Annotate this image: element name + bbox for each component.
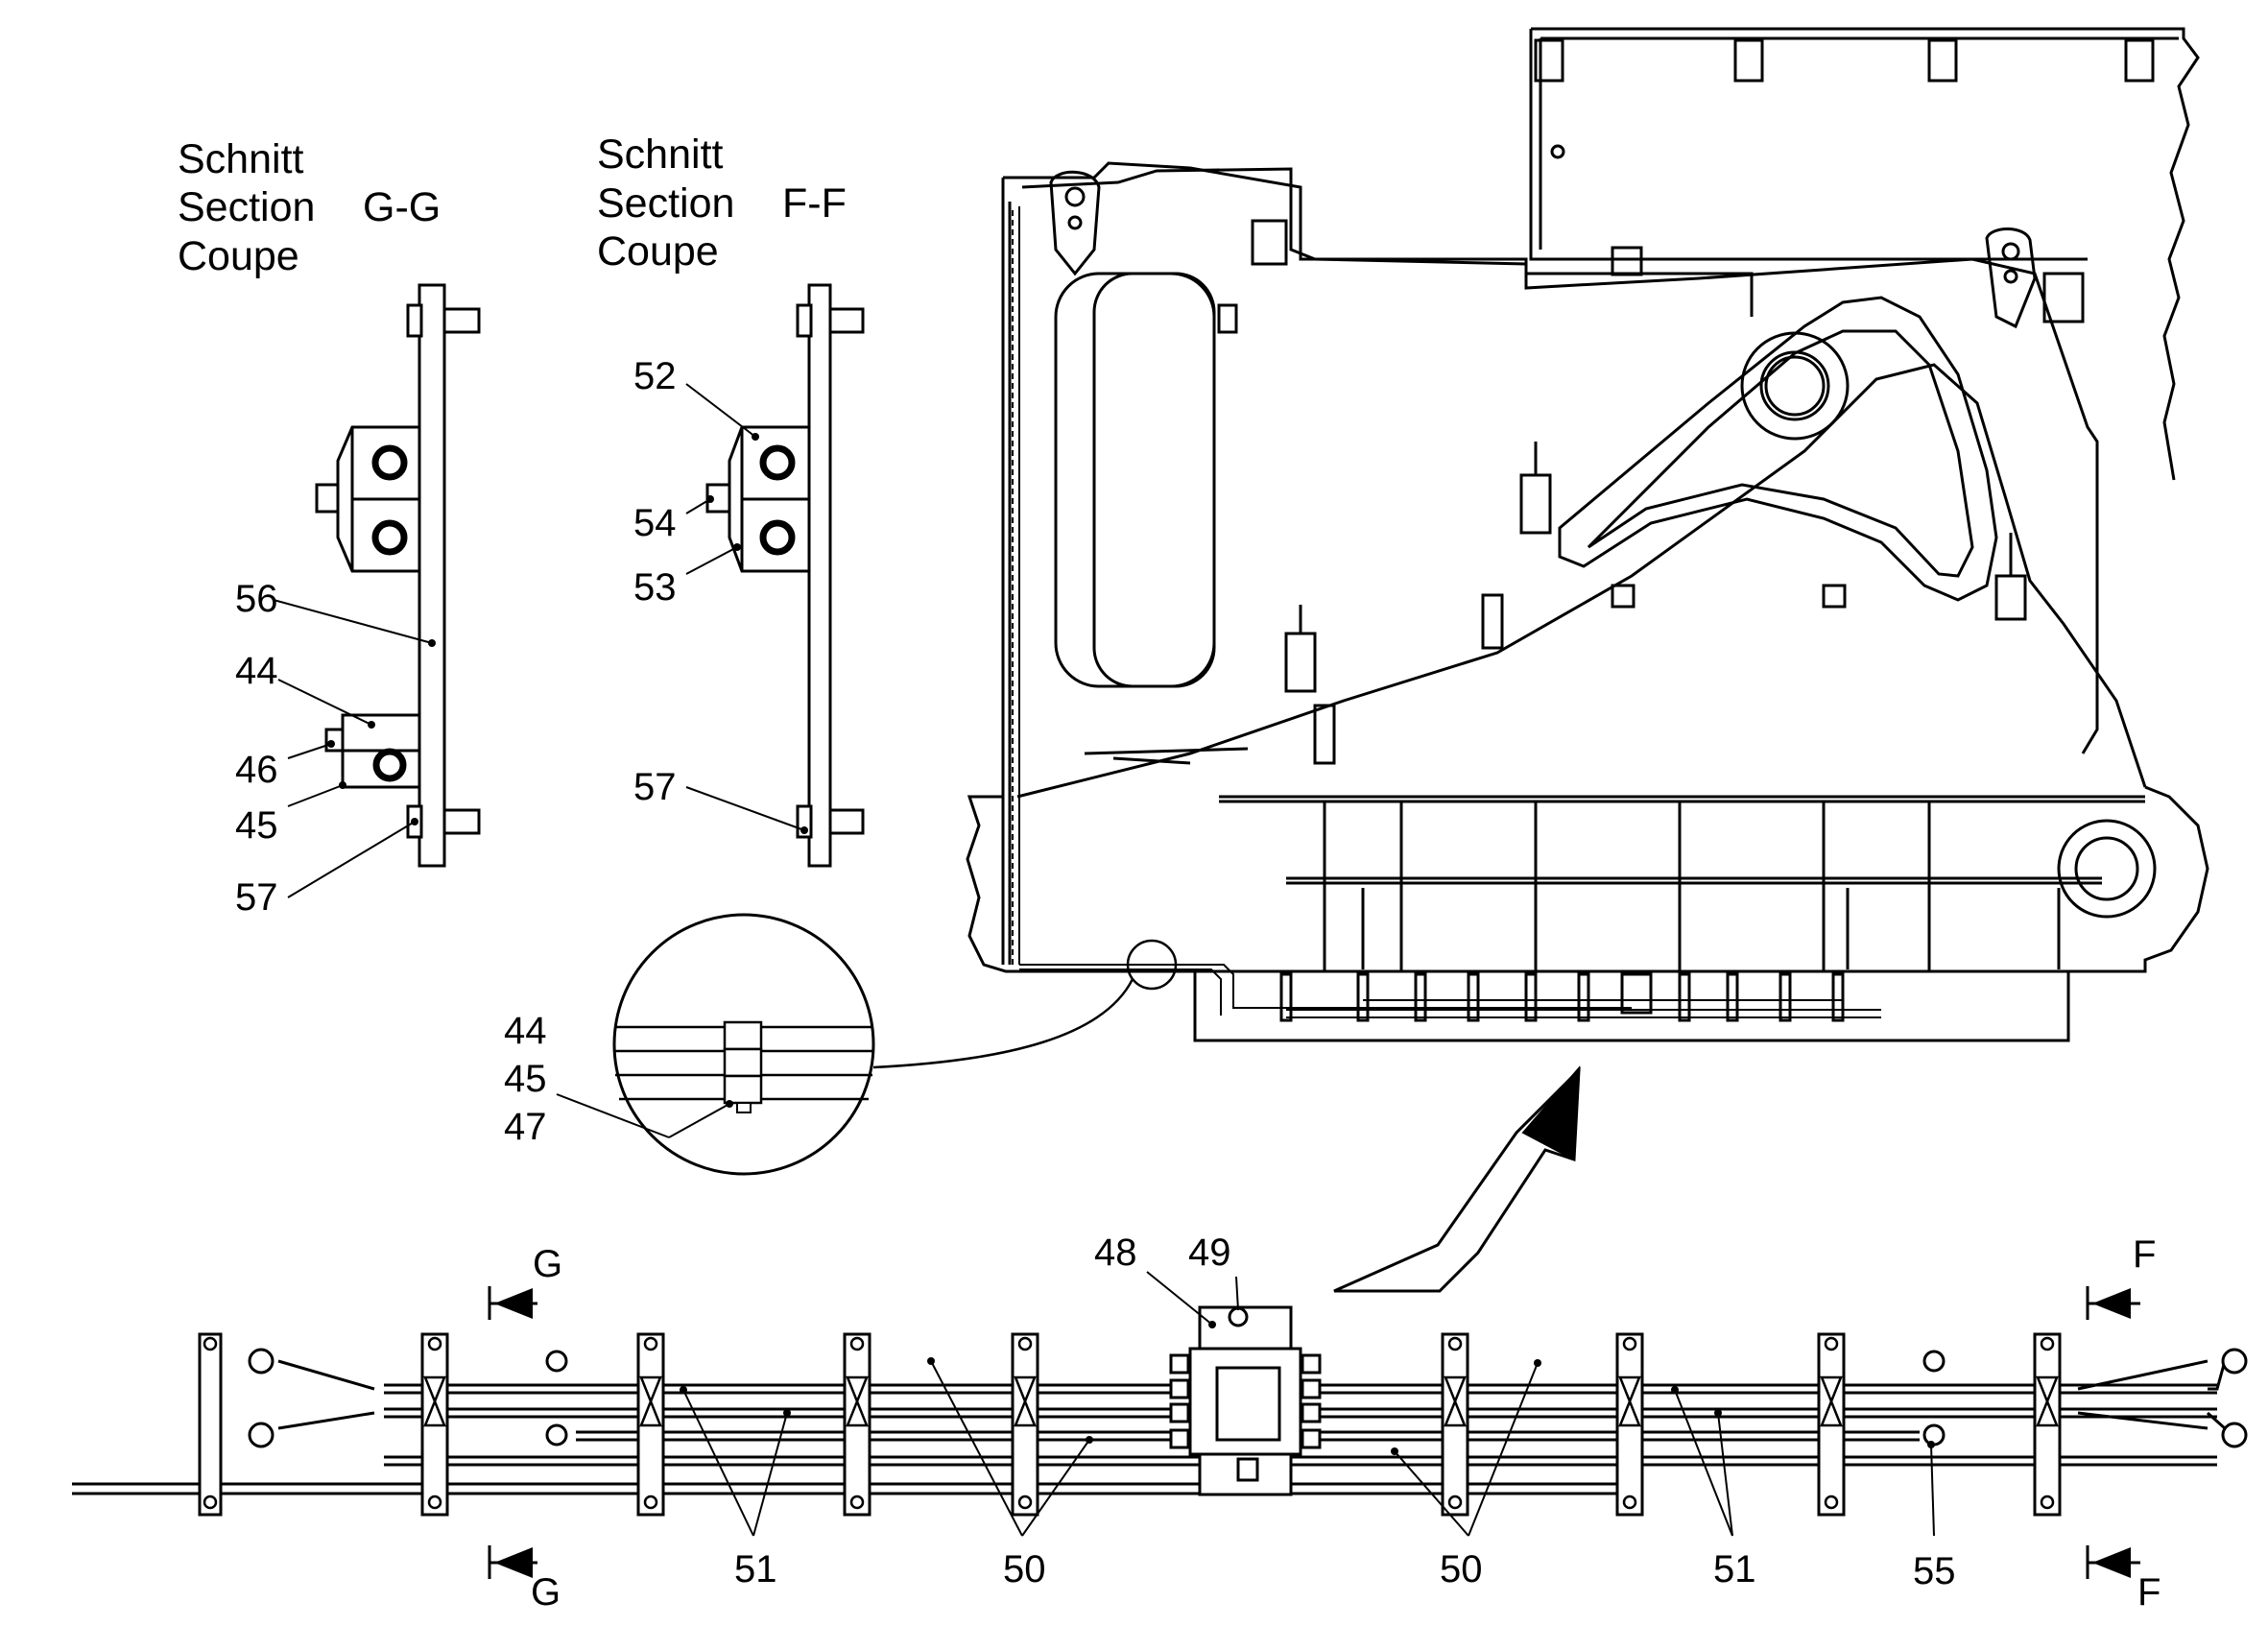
section-g-line1: Schnitt: [178, 136, 304, 182]
bracket-details: [203, 1336, 2059, 1510]
lower-ring-inner: [2074, 836, 2139, 901]
f-bolt-shank-top: [828, 307, 865, 334]
g-plate: [418, 283, 446, 868]
marker-g-bottom: G: [531, 1571, 561, 1614]
section-f-header: Schnitt Section Coupe F-F: [597, 132, 847, 275]
g-pipe-3: [372, 748, 407, 782]
g-lower-nut: [324, 728, 345, 753]
housing-pad-3: [1927, 38, 1958, 83]
callout-46: 46: [235, 749, 278, 791]
callout-48: 48: [1094, 1232, 1137, 1274]
housing-pad-1: [1534, 38, 1564, 83]
section-g-id: G-G: [363, 184, 441, 230]
g-upper-nut: [315, 483, 340, 514]
callout-45-detail: 45: [504, 1058, 547, 1100]
bottom-assembly: [72, 1305, 2248, 1517]
f-bolt-head-top: [796, 303, 813, 338]
section-g-line3: Coupe: [178, 233, 299, 279]
callout-52: 52: [633, 355, 677, 397]
cylinder-1: [1519, 473, 1552, 535]
cab-window-outer: [1054, 272, 1216, 688]
callout-55: 55: [1913, 1550, 1956, 1592]
section-f-callouts: 52 54 53 57: [633, 355, 808, 834]
section-f-view: [705, 283, 865, 868]
marker-f-bottom: F: [2137, 1571, 2161, 1614]
section-f-id: F-F: [782, 180, 847, 227]
section-markers: G G F F: [488, 1233, 2161, 1614]
bottom-callout-dots: [680, 1321, 1935, 1455]
section-g-callouts: 56 44 46 45 57: [235, 578, 436, 919]
boom-inner: [1587, 329, 1974, 578]
callout-50-left: 50: [1003, 1548, 1046, 1590]
pivot-ring-outer: [1740, 331, 1850, 441]
section-g-view: [315, 283, 481, 868]
section-f-line3: Coupe: [597, 228, 719, 275]
housing-pad-2: [1733, 38, 1764, 83]
callout-45-g: 45: [235, 804, 278, 847]
pointer-arrow: [1333, 1066, 1581, 1293]
cylinder-2: [1284, 632, 1317, 693]
callout-57-g: 57: [235, 876, 278, 919]
boom-lower-edge: [1016, 363, 2147, 799]
boom-arm: [1558, 296, 1998, 602]
valve-box-outline: [1193, 969, 2070, 1042]
callout-47: 47: [504, 1106, 547, 1148]
callout-54: 54: [633, 502, 677, 544]
housing-pad-4: [2124, 38, 2155, 83]
side-plate: [2042, 272, 2085, 323]
g-bolt-head-top: [406, 303, 423, 338]
g-pipe-1: [371, 444, 408, 481]
housing-outline: [1529, 29, 2088, 261]
marker-g-top: G: [533, 1243, 562, 1285]
f-pipe-2: [759, 519, 796, 556]
lift-eye-left: [1049, 170, 1101, 276]
f-plate: [807, 283, 832, 868]
section-g-header: Schnitt Section Coupe G-G: [178, 136, 441, 279]
cylinder-3: [1994, 574, 2027, 621]
detail-view: [612, 913, 1178, 1176]
marker-f-top: F: [2133, 1233, 2156, 1276]
housing-break-edge: [1531, 27, 2200, 481]
callout-44-detail: 44: [504, 1010, 547, 1052]
frame-outline: [966, 178, 2209, 973]
lower-ring-outer: [2057, 819, 2157, 919]
section-f-line1: Schnitt: [597, 132, 724, 178]
callout-51-right: 51: [1713, 1548, 1756, 1590]
callout-56: 56: [235, 578, 278, 620]
callout-53: 53: [633, 566, 677, 609]
g-bolt-shank-bottom: [442, 808, 481, 835]
f-bolt-shank-bottom: [828, 808, 865, 835]
bracket-1: [198, 1332, 223, 1517]
g-pipe-2: [371, 519, 408, 556]
section-f-line2: Section: [597, 180, 734, 227]
callout-50-right: 50: [1440, 1548, 1483, 1590]
machine-frame: [966, 27, 2209, 1042]
pivot-ring-inner: [1759, 350, 1830, 421]
f-pipe-1: [759, 444, 796, 481]
cab-window-inner: [1092, 272, 1216, 688]
bottom-callouts: [682, 1271, 1935, 1537]
bottom-callout-labels: 48 49 51 50 50 51 55: [734, 1232, 1956, 1592]
lift-eye-right: [1985, 227, 2037, 329]
callout-49: 49: [1188, 1232, 1231, 1274]
detail-callouts: 44 45 47: [504, 1010, 733, 1148]
section-g-line2: Section: [178, 184, 315, 230]
callout-57-f: 57: [633, 766, 677, 808]
g-bolt-shank-top: [442, 307, 481, 334]
callout-51-left: 51: [734, 1548, 777, 1590]
callout-44-g: 44: [235, 650, 278, 692]
